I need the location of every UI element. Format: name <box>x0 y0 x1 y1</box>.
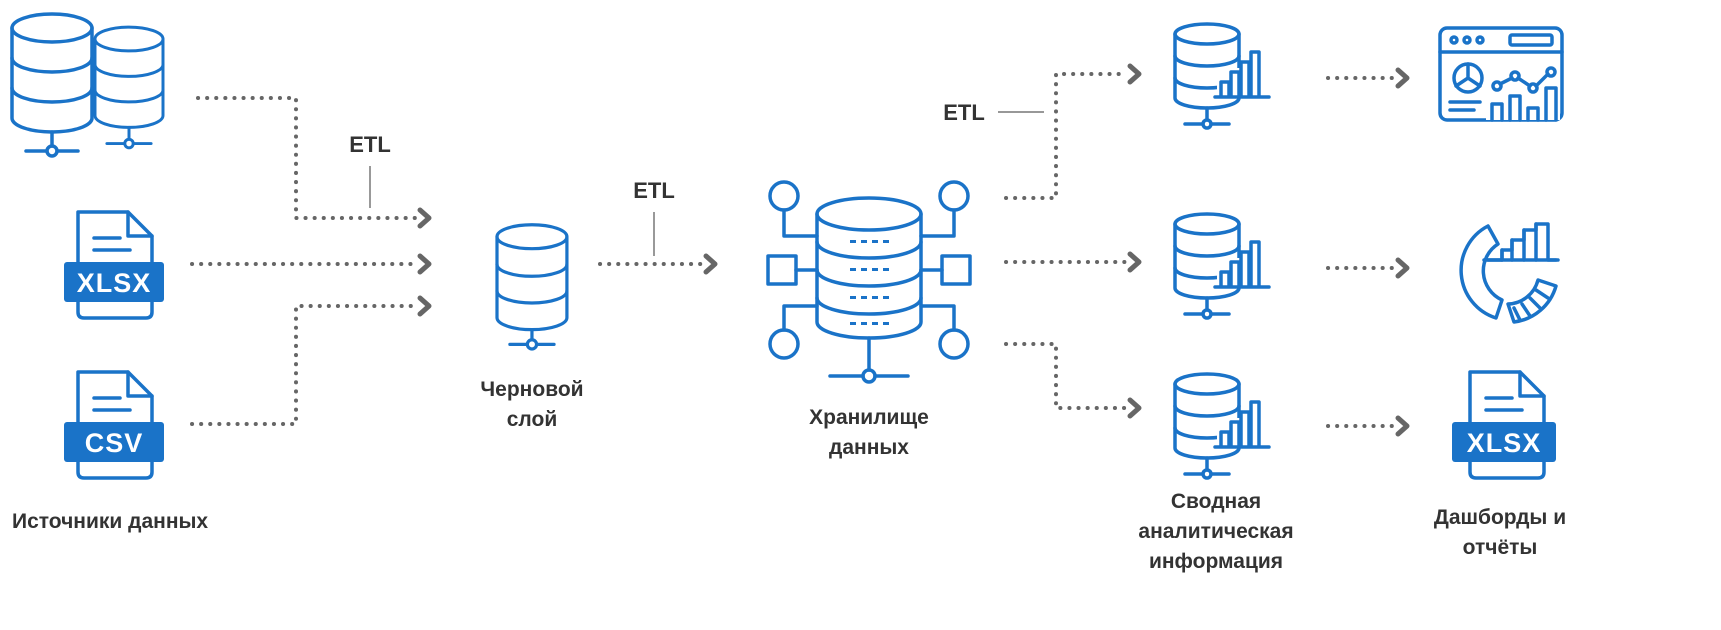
etl-label-3: ETL <box>943 100 985 125</box>
report-xlsx-file-label: XLSX <box>1467 428 1542 458</box>
arrow-db-to-raw <box>196 96 432 229</box>
arrow-xlsx-to-raw <box>190 253 432 275</box>
warehouse-caption-line2: данных <box>829 436 909 459</box>
arrow-summary-to-chart <box>1326 257 1410 279</box>
arrow-raw-to-warehouse <box>598 253 718 275</box>
sources-caption: Источники данных <box>12 510 208 533</box>
raw-layer-database-icon <box>495 223 569 351</box>
source-database-icon-1 <box>10 12 94 158</box>
server-chart-icon-1 <box>1173 22 1273 130</box>
server-chart-icon-2 <box>1173 212 1273 320</box>
dashboards-caption-line2: отчёты <box>1463 536 1538 559</box>
xlsx-file-icon: XLSX <box>64 210 164 320</box>
source-database-icon-2 <box>93 25 165 150</box>
summary-caption-line2: аналитическая <box>1138 520 1293 543</box>
donut-chart-icon <box>1459 222 1560 324</box>
xlsx-file-label: XLSX <box>77 268 152 298</box>
arrow-warehouse-to-summary-1 <box>1004 63 1142 200</box>
warehouse-caption-line1: Хранилище <box>809 406 929 429</box>
dashboards-caption-line1: Дашборды и <box>1434 506 1566 529</box>
summary-caption-line3: информация <box>1149 550 1283 573</box>
data-warehouse-icon <box>766 180 972 384</box>
etl-label-1: ETL <box>349 132 391 157</box>
report-xlsx-file-icon: XLSX <box>1452 370 1556 480</box>
arrow-warehouse-to-summary-3 <box>1004 342 1142 419</box>
csv-file-label: CSV <box>85 428 144 458</box>
server-chart-icon-3 <box>1173 372 1273 480</box>
csv-file-icon: CSV <box>64 370 164 480</box>
arrow-summary-to-report <box>1326 415 1410 437</box>
arrow-csv-to-raw <box>190 295 432 426</box>
raw-layer-caption-line1: Черновой <box>480 378 583 401</box>
arrow-warehouse-to-summary-2 <box>1004 251 1142 273</box>
summary-caption-line1: Сводная <box>1171 490 1261 513</box>
arrow-summary-to-dashboard <box>1326 67 1410 89</box>
etl-label-2: ETL <box>633 178 675 203</box>
raw-layer-caption-line2: слой <box>507 408 557 431</box>
dashboard-icon <box>1438 26 1564 122</box>
